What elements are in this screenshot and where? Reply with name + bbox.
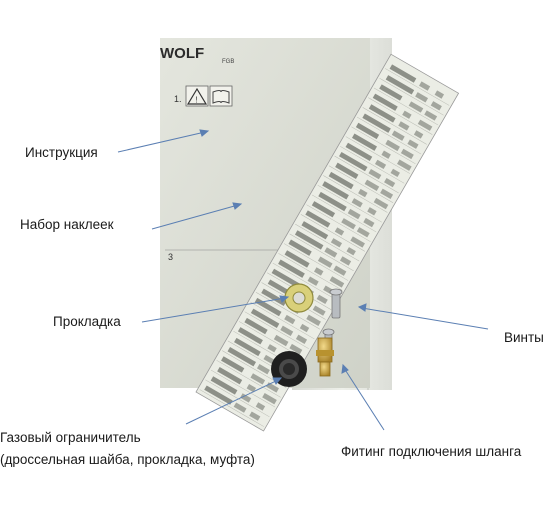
sticker-cell	[311, 191, 377, 233]
gasket	[284, 283, 314, 313]
step-3-number: 3	[168, 252, 173, 262]
sticker-cell	[323, 171, 389, 213]
sticker-cell	[368, 93, 433, 135]
arrow-instruction	[117, 129, 210, 153]
sticker-cell	[216, 356, 281, 398]
sticker-cell	[244, 308, 309, 349]
sticker-cell	[205, 376, 270, 418]
screw-1	[329, 288, 343, 319]
label-gas-limiter-details: (дроссельная шайба, прокладка, муфта)	[0, 452, 255, 467]
sticker-sheet	[195, 53, 460, 432]
arrow-sticker-set	[151, 202, 243, 230]
model-label: FGB	[222, 59, 234, 65]
arrow-gasket	[141, 295, 290, 323]
book-icon	[212, 90, 230, 104]
step-1-number: 1.	[174, 94, 182, 104]
label-hose-fitting: Фитинг подключения шланга	[341, 444, 522, 459]
sticker-cell	[384, 64, 450, 106]
sticker-cell	[210, 367, 277, 408]
warning-icon	[186, 87, 208, 105]
sticker-cell	[289, 230, 354, 272]
sticker-cell	[328, 162, 394, 203]
sticker-cell	[300, 210, 366, 252]
sticker-cell	[334, 151, 399, 194]
sticker-cell	[278, 250, 345, 291]
arrow-hose-fitting	[341, 363, 385, 431]
label-instruction: Инструкция	[25, 145, 98, 160]
sticker-cell	[283, 239, 349, 281]
sticker-cell	[199, 385, 264, 427]
label-gas-limiter: Газовый ограничитель	[0, 430, 141, 445]
sticker-cell	[250, 297, 315, 340]
sticker-cell	[379, 75, 444, 116]
label-screws: Винты	[504, 330, 544, 345]
label-sticker-set: Набор наклеек	[20, 217, 114, 232]
warning-icon-frame	[185, 85, 209, 107]
warning-icon-mark: !	[196, 96, 198, 105]
sticker-cell	[295, 221, 360, 262]
label-gasket: Прокладка	[53, 314, 121, 329]
sticker-rows	[199, 64, 450, 427]
sticker-cell	[306, 201, 371, 242]
sticker-cell	[356, 113, 422, 155]
brass-fitting	[316, 337, 334, 377]
sticker-cell	[373, 84, 439, 126]
arrow-screws	[357, 303, 489, 330]
sticker-cell	[340, 142, 405, 184]
brand-logo: WOLF	[160, 45, 204, 62]
arrow-gas-limiter	[185, 377, 283, 425]
sticker-cell	[272, 259, 337, 301]
annotation-arrows	[117, 129, 489, 431]
sticker-cell	[317, 181, 382, 223]
sticker-cell	[351, 122, 416, 165]
sticker-cell	[345, 133, 412, 174]
sticker-cell	[362, 104, 427, 145]
